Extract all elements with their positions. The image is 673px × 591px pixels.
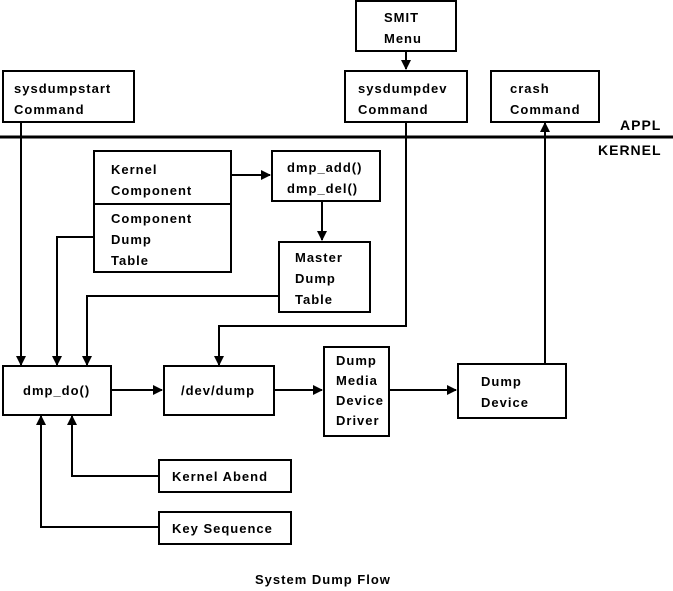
crash-command-node: crash Command [490,70,600,123]
dmp-add-line: dmp_add() [287,160,363,175]
edge-master-table-to-dmp-do [82,295,279,366]
dump-media-device-driver-node: Dump Media Device Driver [323,346,390,437]
sysdumpdev-command-node: sysdumpdev Command [344,70,468,123]
edge-key-sequence-to-dmp-do [36,415,158,528]
sysdumpstart-line-2: Command [14,102,85,117]
component-dump-table-line-2: Dump [111,232,152,247]
sysdumpstart-command-node: sysdumpstart Command [2,70,135,123]
smit-menu-line-2: Menu [384,31,422,46]
kernel-zone-label: KERNEL [598,142,662,158]
master-dump-table-node: Master Dump Table [278,241,371,313]
dmp-add-del-node: dmp_add() dmp_del() [271,150,381,202]
driver-line-4: Driver [336,413,380,428]
dmp-do-node: dmp_do() [2,365,112,416]
driver-line-3: Device [336,393,384,408]
driver-line-1: Dump [336,353,377,368]
master-dump-table-line-3: Table [295,292,333,307]
appl-zone-label: APPL [620,117,662,133]
master-dump-table-line-1: Master [295,250,343,265]
edge-sysdumpdev-to-dev-dump [214,123,407,366]
component-dump-table-line-3: Table [111,253,149,268]
crash-line-2: Command [510,102,581,117]
smit-menu-node: SMIT Menu [355,0,457,52]
dmp-del-line: dmp_del() [287,181,359,196]
driver-line-2: Media [336,373,378,388]
master-dump-table-line-2: Dump [295,271,336,286]
kernel-abend-label: Kernel Abend [172,469,269,484]
dmp-do-label: dmp_do() [23,383,91,398]
sysdumpdev-line-1: sysdumpdev [358,81,448,96]
key-sequence-node: Key Sequence [158,511,292,545]
sysdumpdev-line-2: Command [358,102,429,117]
dev-dump-node: /dev/dump [163,365,275,416]
kernel-component-line-1: Kernel [111,162,158,177]
edge-kernel-abend-to-dmp-do [67,415,158,477]
dump-device-node: Dump Device [457,363,567,419]
dump-device-line-2: Device [481,395,529,410]
smit-menu-line-1: SMIT [384,10,420,25]
kernel-component-line-2: Component [111,183,193,198]
edge-component-table-to-dmp-do [52,236,94,366]
diagram-caption: System Dump Flow [255,572,391,587]
kernel-abend-node: Kernel Abend [158,459,292,493]
dump-device-line-1: Dump [481,374,522,389]
sysdumpstart-line-1: sysdumpstart [14,81,112,96]
component-dump-table-line-1: Component [111,211,193,226]
dev-dump-label: /dev/dump [181,383,256,398]
crash-line-1: crash [510,81,550,96]
kernel-component-node: Kernel Component Component Dump Table [93,150,232,273]
key-sequence-label: Key Sequence [172,521,273,536]
component-divider [95,203,230,205]
